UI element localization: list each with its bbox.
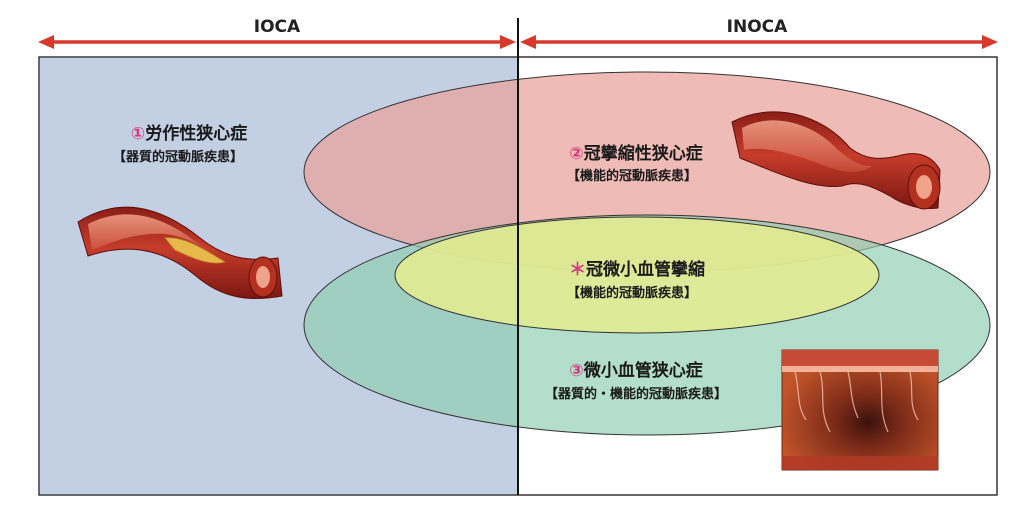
- spastic-vessel-icon: [731, 111, 941, 210]
- microvascular-spasm-title-text: 冠微小血管攣縮: [586, 259, 705, 280]
- vasospastic-angina-marker: ②: [569, 144, 583, 164]
- ioca-range-arrow: [38, 35, 516, 49]
- vasospastic-angina-subtitle: 【機能的冠動脈疾患】: [567, 168, 697, 184]
- stenotic-vessel-icon: [77, 206, 283, 299]
- vasospastic-angina-title: ②冠攣縮性狭心症: [569, 143, 702, 164]
- microvessel-cross-section-icon: [781, 349, 939, 471]
- microvascular-spasm-subtitle: 【機能的冠動脈疾患】: [567, 285, 697, 301]
- ioca-label: IOCA: [254, 17, 301, 37]
- microvascular-angina-marker: ③: [569, 361, 583, 381]
- microvascular-spasm-marker: ＊: [569, 260, 586, 280]
- microvascular-spasm-ellipse: [394, 216, 880, 334]
- effort-angina-title: ①労作性狭心症: [131, 123, 247, 144]
- inoca-label: INOCA: [727, 17, 788, 37]
- effort-angina-subtitle: 【器質的冠動脈疾患】: [113, 149, 243, 165]
- inoca-range-arrow: [520, 35, 998, 49]
- vasospastic-angina-title-text: 冠攣縮性狭心症: [584, 143, 703, 164]
- effort-angina-title-text: 労作性狭心症: [145, 123, 247, 144]
- microvascular-angina-title: ③微小血管狭心症: [569, 360, 702, 381]
- microvascular-angina-title-text: 微小血管狭心症: [583, 360, 703, 381]
- effort-angina-marker: ①: [131, 124, 145, 144]
- microvascular-angina-subtitle: 【器質的・機能的冠動脈疾患】: [545, 386, 727, 402]
- microvascular-spasm-title: ＊冠微小血管攣縮: [569, 259, 705, 280]
